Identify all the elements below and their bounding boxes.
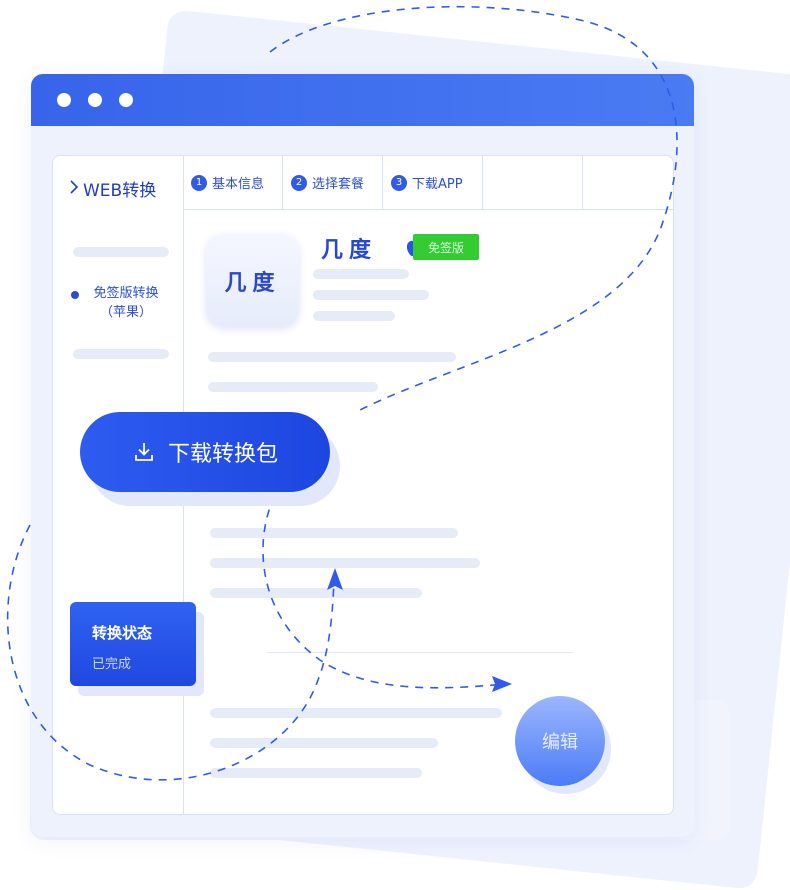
edit-button[interactable]: 编辑 [515, 696, 605, 786]
content-placeholder-2 [208, 382, 378, 392]
free-sign-badge: 免签版 [413, 234, 479, 260]
content-placeholder-6 [210, 708, 502, 718]
step-number-badge: 1 [191, 174, 207, 191]
sidebar-placeholder-1 [73, 247, 169, 257]
content-placeholder-4 [210, 558, 480, 568]
chevron-right-icon [69, 179, 79, 199]
edit-button-label: 编辑 [542, 732, 578, 753]
conversion-status-card: 转换状态 已完成 [70, 602, 196, 686]
tab-label: 下载APP [412, 177, 463, 192]
content-placeholder-8 [210, 768, 422, 778]
app-icon-text: 几度 [224, 270, 281, 296]
content-placeholder-7 [210, 738, 438, 748]
download-button-label: 下载转换包 [167, 442, 278, 467]
bullet-icon [71, 291, 79, 299]
dashed-flow-lines [6, 5, 678, 781]
sidebar-nav-title-label: WEB转换 [83, 181, 157, 201]
content-placeholder-5 [210, 588, 422, 598]
content-placeholder-3 [210, 528, 458, 538]
tab-label: 选择套餐 [312, 177, 365, 192]
status-value: 已完成 [92, 657, 132, 672]
tab-select-plan[interactable]: 2 选择套餐 [283, 156, 383, 209]
browser-window: WEB转换 免签版转换 （苹果） 1 基本信息 2 选择套餐 3 下载APP [31, 74, 694, 837]
arrow-head-up-icon [327, 568, 343, 590]
app-icon: 几度 [206, 234, 299, 327]
badge-label: 免签版 [427, 240, 464, 255]
app-name-text: 几度 [321, 238, 378, 263]
tab-label: 基本信息 [212, 177, 265, 192]
app-meta-placeholder-2 [313, 290, 429, 300]
download-package-button[interactable]: 下载转换包 [80, 412, 330, 492]
sidebar-nav-title[interactable]: WEB转换 [69, 176, 156, 201]
browser-titlebar [31, 74, 694, 126]
tab-empty [483, 156, 583, 209]
sidebar-placeholder-2 [73, 349, 169, 359]
app-meta-placeholder-3 [313, 311, 395, 321]
sidebar-item-sublabel: （苹果） [99, 305, 152, 320]
app-meta-placeholder-1 [313, 269, 409, 279]
status-title: 转换状态 [92, 624, 153, 642]
arrow-head-right-icon [492, 676, 512, 692]
window-dot-1 [57, 93, 71, 107]
app-name: 几度 [321, 232, 377, 264]
step-number-badge: 2 [291, 174, 307, 191]
tab-download-app[interactable]: 3 下载APP [383, 156, 483, 209]
window-dot-3 [119, 93, 133, 107]
download-icon [135, 443, 153, 461]
sidebar-item-free-sign-convert[interactable]: 免签版转换 （苹果） [71, 284, 181, 322]
tab-basic-info[interactable]: 1 基本信息 [183, 156, 283, 209]
window-dot-2 [88, 93, 102, 107]
content-divider [267, 652, 573, 653]
content-placeholder-1 [208, 352, 456, 362]
sidebar-item-label: 免签版转换 [93, 286, 159, 301]
step-tabs: 1 基本信息 2 选择套餐 3 下载APP [183, 156, 673, 210]
step-number-badge: 3 [391, 174, 407, 191]
